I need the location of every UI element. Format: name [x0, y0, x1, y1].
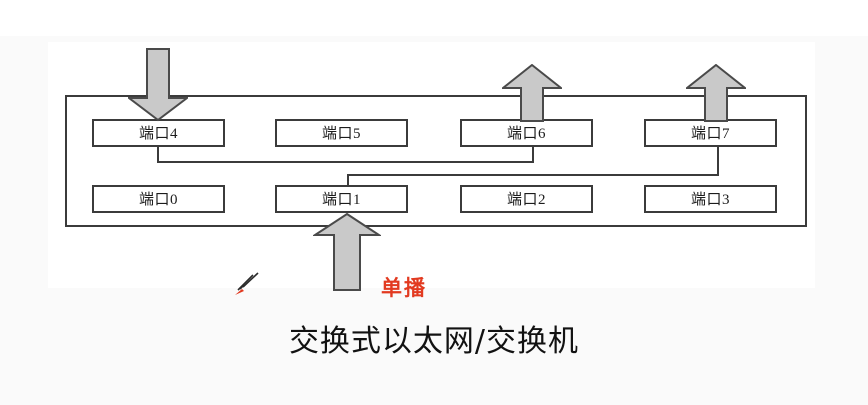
port-6-box[interactable]: 端口6	[460, 119, 593, 147]
wire-port-1-stub	[347, 175, 349, 187]
outbound-arrow-port-7	[686, 64, 746, 122]
port-5-box[interactable]: 端口5	[275, 119, 408, 147]
inbound-arrow-port-4	[128, 48, 188, 122]
wire-lower-bus	[347, 174, 719, 176]
inbound-arrow-port-1	[313, 213, 381, 291]
wire-port-6-stub	[532, 145, 534, 163]
port-2-label: 端口2	[506, 192, 546, 208]
wire-upper-bus	[157, 161, 534, 163]
port-7-box[interactable]: 端口7	[644, 119, 777, 147]
figure-caption: 交换式以太网/交换机	[288, 324, 580, 359]
port-1-label: 端口1	[321, 192, 361, 208]
port-4-label: 端口4	[138, 126, 178, 142]
port-2-box[interactable]: 端口2	[460, 185, 593, 213]
wire-port-7-stub	[717, 145, 719, 176]
port-6-label: 端口6	[506, 126, 546, 142]
figure-background	[48, 42, 815, 288]
port-7-label: 端口7	[690, 126, 730, 142]
port-0-box[interactable]: 端口0	[92, 185, 225, 213]
wire-port-4-stub	[157, 145, 159, 163]
port-0-label: 端口0	[138, 192, 178, 208]
pen-icon	[232, 268, 262, 298]
port-1-box[interactable]: 端口1	[275, 185, 408, 213]
port-4-box[interactable]: 端口4	[92, 119, 225, 147]
port-3-label: 端口3	[690, 192, 730, 208]
port-5-label: 端口5	[321, 126, 361, 142]
switch-chassis	[65, 95, 807, 227]
port-3-box[interactable]: 端口3	[644, 185, 777, 213]
unicast-label: 单播	[381, 276, 427, 300]
outbound-arrow-port-6	[502, 64, 562, 122]
